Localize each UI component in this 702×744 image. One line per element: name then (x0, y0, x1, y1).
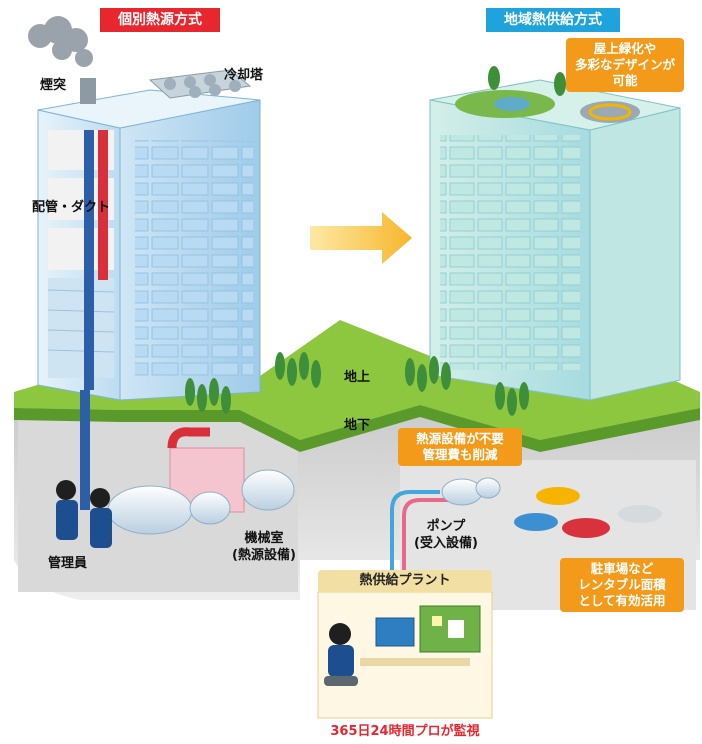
pump-label: ポンプ (受入設備) (414, 519, 478, 551)
plant-caption: 365日24時間プロが監視 (330, 724, 480, 739)
parked-cars (514, 487, 662, 538)
above-ground-label: 地上 (344, 370, 371, 385)
left-title: 個別熱源方式 (100, 8, 220, 32)
blue-pipe (84, 130, 94, 390)
smoke-cloud (28, 16, 93, 67)
left-building (37, 69, 261, 510)
transition-arrow-icon (310, 212, 412, 264)
supply-pipes (390, 490, 448, 600)
pump-icon (441, 477, 501, 506)
manager-label: 管理員 (48, 556, 88, 571)
no-heat-source-callout: 熱源設備が不要 管理費も削減 (398, 428, 522, 466)
machine-room-equipment (107, 427, 295, 535)
heat-supply-plant (317, 591, 493, 719)
red-pipe (98, 130, 108, 280)
chimney-label: 煙突 (40, 78, 67, 93)
machine-room-label: 機械室 (熱源設備) (232, 531, 296, 563)
helipad-icon (580, 101, 640, 123)
operator-icon (324, 623, 358, 686)
parking-callout: 駐車場など レンタブル面積 として有効活用 (560, 558, 684, 612)
plant-title: 熱供給プラント (318, 570, 492, 592)
cooling-tower-label: 冷却塔 (224, 68, 264, 83)
trees (185, 352, 529, 416)
rooftop-callout: 屋上緑化や 多彩なデザインが 可能 (566, 38, 684, 92)
cooling-tower-icon (148, 69, 252, 99)
piping-duct-label: 配管・ダクト (32, 200, 111, 215)
right-building (429, 66, 681, 401)
underground-label: 地下 (344, 418, 371, 433)
manager-icon (56, 480, 112, 548)
right-title: 地域熱供給方式 (486, 8, 620, 32)
chimney-icon (80, 78, 96, 104)
